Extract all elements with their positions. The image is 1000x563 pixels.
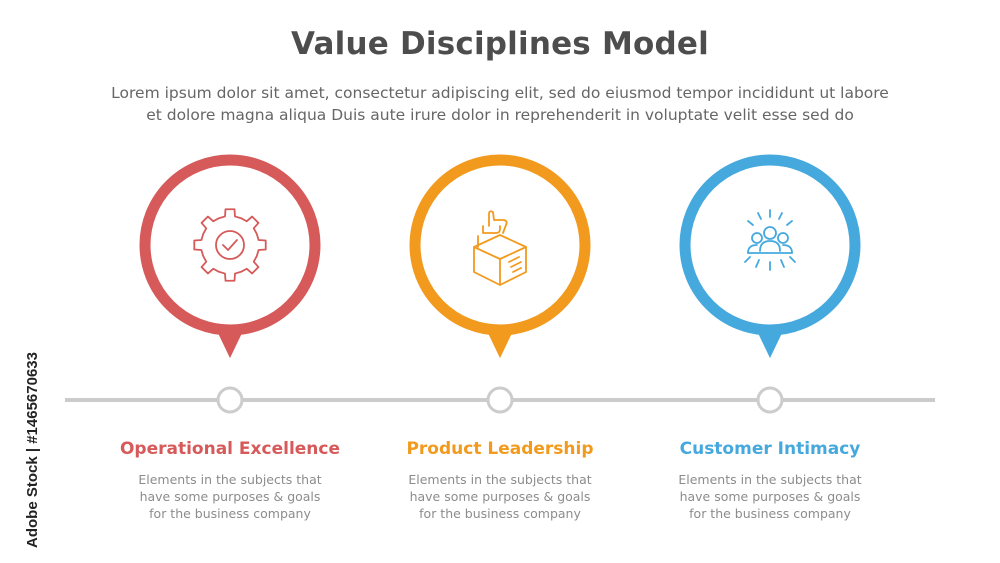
timeline-node-customer-intimacy [756, 386, 784, 414]
desc-line: for the business company [419, 506, 581, 521]
desc-line: for the business company [149, 506, 311, 521]
desc-line: Elements in the subjects that [138, 472, 322, 487]
pin-ring [139, 154, 321, 336]
pin-tip [488, 333, 512, 359]
gear-check-icon [193, 208, 267, 282]
desc-line: have some purposes & goals [409, 489, 591, 504]
desc-line: have some purposes & goals [139, 489, 321, 504]
desc-line: for the business company [689, 506, 851, 521]
box-thumbs-up-icon [473, 210, 527, 286]
timeline-node-product-leadership [486, 386, 514, 414]
subtitle-line-1: Lorem ipsum dolor sit amet, consectetur … [111, 84, 889, 102]
pin-tip [218, 333, 242, 359]
item-label-product-leadership: Product Leadership [406, 439, 594, 459]
desc-line: Elements in the subjects that [408, 472, 592, 487]
pin-operational-excellence [139, 154, 321, 359]
desc-line: have some purposes & goals [679, 489, 861, 504]
item-label-customer-intimacy: Customer Intimacy [679, 439, 861, 459]
timeline-node-operational-excellence [216, 386, 244, 414]
item-desc-product-leadership: Elements in the subjects that have some … [370, 471, 630, 522]
pin-ring [409, 154, 591, 336]
page-title: Value Disciplines Model [291, 26, 709, 62]
team-people-icon [744, 209, 796, 271]
pin-tip [758, 333, 782, 359]
desc-line: Elements in the subjects that [678, 472, 862, 487]
item-desc-operational-excellence: Elements in the subjects that have some … [100, 471, 360, 522]
pin-customer-intimacy [679, 154, 861, 359]
item-label-operational-excellence: Operational Excellence [119, 439, 341, 459]
pin-product-leadership [409, 154, 591, 359]
page-subtitle: Lorem ipsum dolor sit amet, consectetur … [40, 82, 960, 126]
pin-ring [679, 154, 861, 336]
subtitle-line-2: et dolore magna aliqua Duis aute irure d… [146, 106, 854, 124]
item-desc-customer-intimacy: Elements in the subjects that have some … [640, 471, 900, 522]
